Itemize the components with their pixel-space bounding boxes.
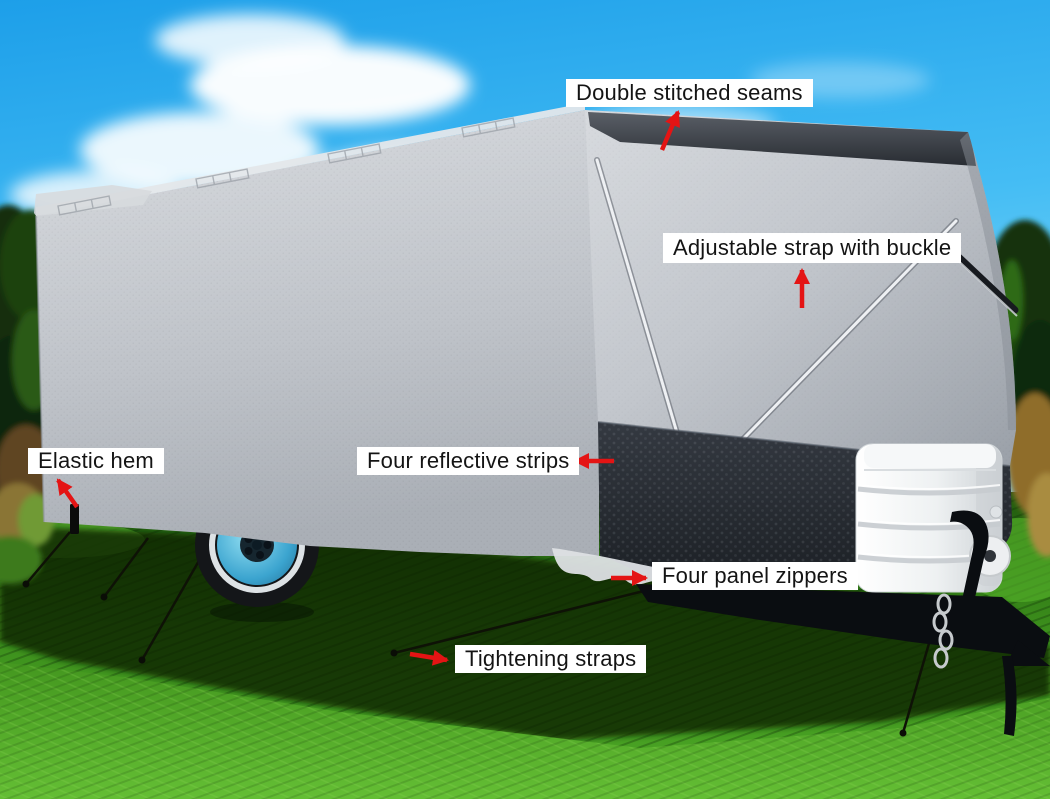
hitch-drawbar — [636, 510, 1050, 736]
callout-tightening-straps: Tightening straps — [455, 645, 647, 673]
callout-four-panel-zippers: Four panel zippers — [652, 562, 858, 590]
callout-elastic-hem: Elastic hem — [28, 448, 164, 474]
ground-stakes — [22, 580, 907, 737]
roof-edge-band — [36, 103, 585, 216]
callout-four-reflective-strips: Four reflective strips — [357, 447, 580, 475]
stitched-seam-marks — [57, 117, 516, 216]
front-top-seam-band — [588, 112, 976, 166]
callout-adjustable-strap-with-buckle: Adjustable strap with buckle — [663, 233, 962, 263]
tightening-cords — [22, 531, 932, 737]
elastic-hem-mark — [70, 504, 79, 534]
callout-double-stitched-seams: Double stitched seams — [566, 79, 813, 107]
safety-chain — [932, 593, 954, 669]
